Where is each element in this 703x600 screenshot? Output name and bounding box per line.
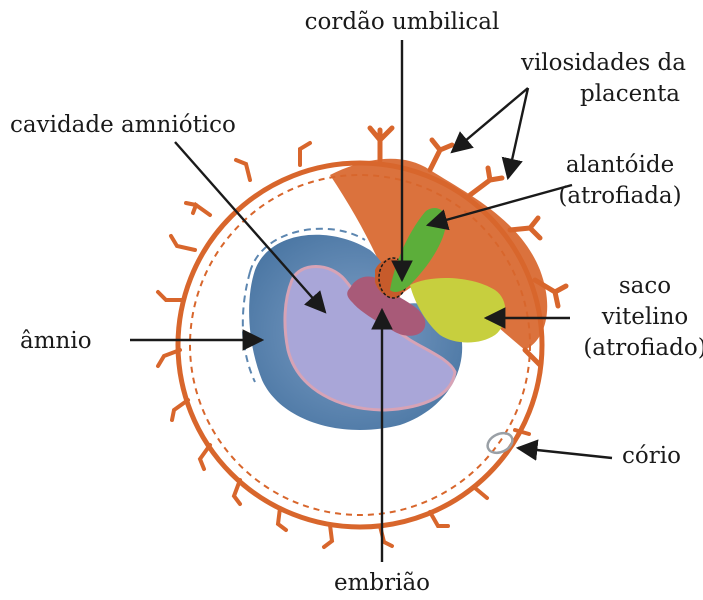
label-corio: cório [622, 443, 681, 469]
label-saco-1: saco [619, 273, 671, 299]
label-amnio: âmnio [20, 328, 92, 354]
label-vilosidades-2: placenta [580, 81, 680, 107]
label-saco-3: (atrofiado) [583, 335, 703, 361]
label-cordao-umbilical: cordão umbilical [305, 9, 500, 35]
label-saco-2: vitelino [601, 304, 689, 330]
label-vilosidades-1: vilosidades da [520, 50, 686, 76]
label-cavidade-amniotico: cavidade amniótico [10, 112, 236, 138]
label-alantoide-1: alantóide [566, 152, 674, 178]
label-embriao: embrião [334, 570, 430, 596]
label-alantoide-2: (atrofiada) [558, 183, 681, 209]
